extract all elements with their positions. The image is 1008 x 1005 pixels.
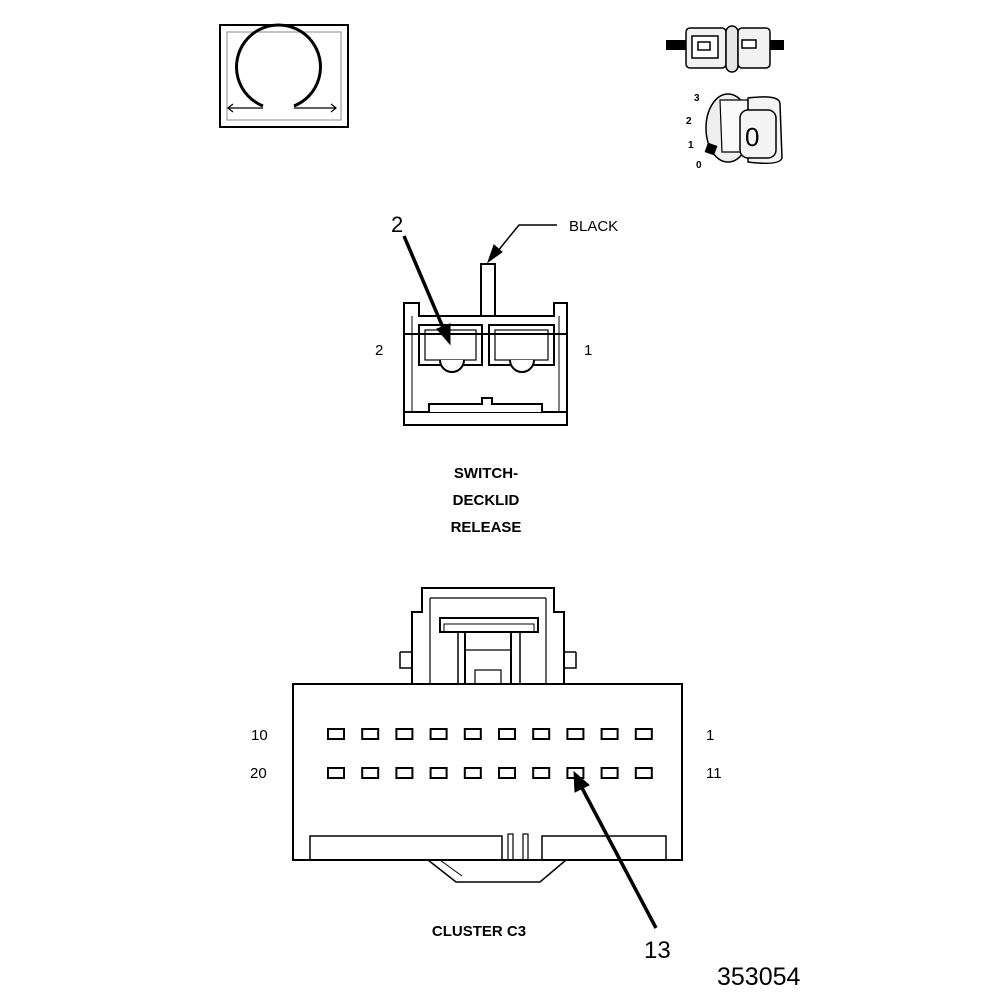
cluster-connector-title: CLUSTER C3 — [432, 923, 526, 940]
wire-color-leader — [487, 224, 557, 264]
figure-id: 353054 — [717, 963, 801, 991]
terminal-cavity — [566, 728, 585, 740]
terminal-cavity — [600, 767, 619, 779]
cluster-pin-callout-label: 13 — [644, 937, 671, 964]
terminal-cavity — [395, 767, 414, 779]
terminal-cavity — [463, 767, 482, 779]
terminal-cavity — [532, 767, 551, 779]
terminal-cavity — [498, 767, 516, 779]
terminal-cavity — [327, 767, 345, 779]
wire-color-label: BLACK — [569, 218, 618, 235]
row-bottom-right-label: 11 — [706, 765, 722, 782]
key-position-2: 2 — [686, 116, 692, 127]
connector-title-line-1: SWITCH- — [454, 465, 518, 482]
pin-label-right: 1 — [584, 342, 592, 359]
connector-title-line-3: RELEASE — [451, 519, 522, 536]
terminal-cavity — [361, 767, 380, 779]
key-position-0: 0 — [696, 160, 702, 171]
switch-connector-body — [403, 263, 568, 426]
terminal-cavity — [429, 767, 448, 779]
terminal-cavity — [600, 728, 619, 740]
row-top-right-label: 1 — [706, 727, 714, 744]
terminal-cavity — [429, 728, 448, 740]
key-position-3: 3 — [694, 93, 700, 104]
terminal-cavity — [463, 728, 482, 740]
terminal-cavity — [327, 728, 345, 740]
terminal-cavity — [361, 728, 380, 740]
pin-label-left: 2 — [375, 342, 383, 359]
connector-title-line-2: DECKLID — [453, 492, 520, 509]
key-position-1: 1 — [688, 140, 694, 151]
ignition-switch-icon — [666, 25, 784, 165]
terminal-cavity — [498, 728, 516, 740]
pin-callout-arrow — [402, 235, 451, 346]
ohm-symbol-icon — [219, 23, 349, 128]
key-label: 0 — [745, 122, 759, 152]
terminal-cavity — [634, 728, 653, 740]
row-top-left-label: 10 — [251, 727, 268, 744]
terminal-cavity — [532, 728, 551, 740]
terminal-cavity — [634, 767, 653, 779]
row-bottom-left-label: 20 — [250, 765, 267, 782]
terminal-cavity — [395, 728, 414, 740]
cluster-connector-body — [292, 587, 683, 883]
pin-callout-label: 2 — [391, 212, 403, 237]
cluster-pin-callout-arrow — [573, 770, 658, 929]
